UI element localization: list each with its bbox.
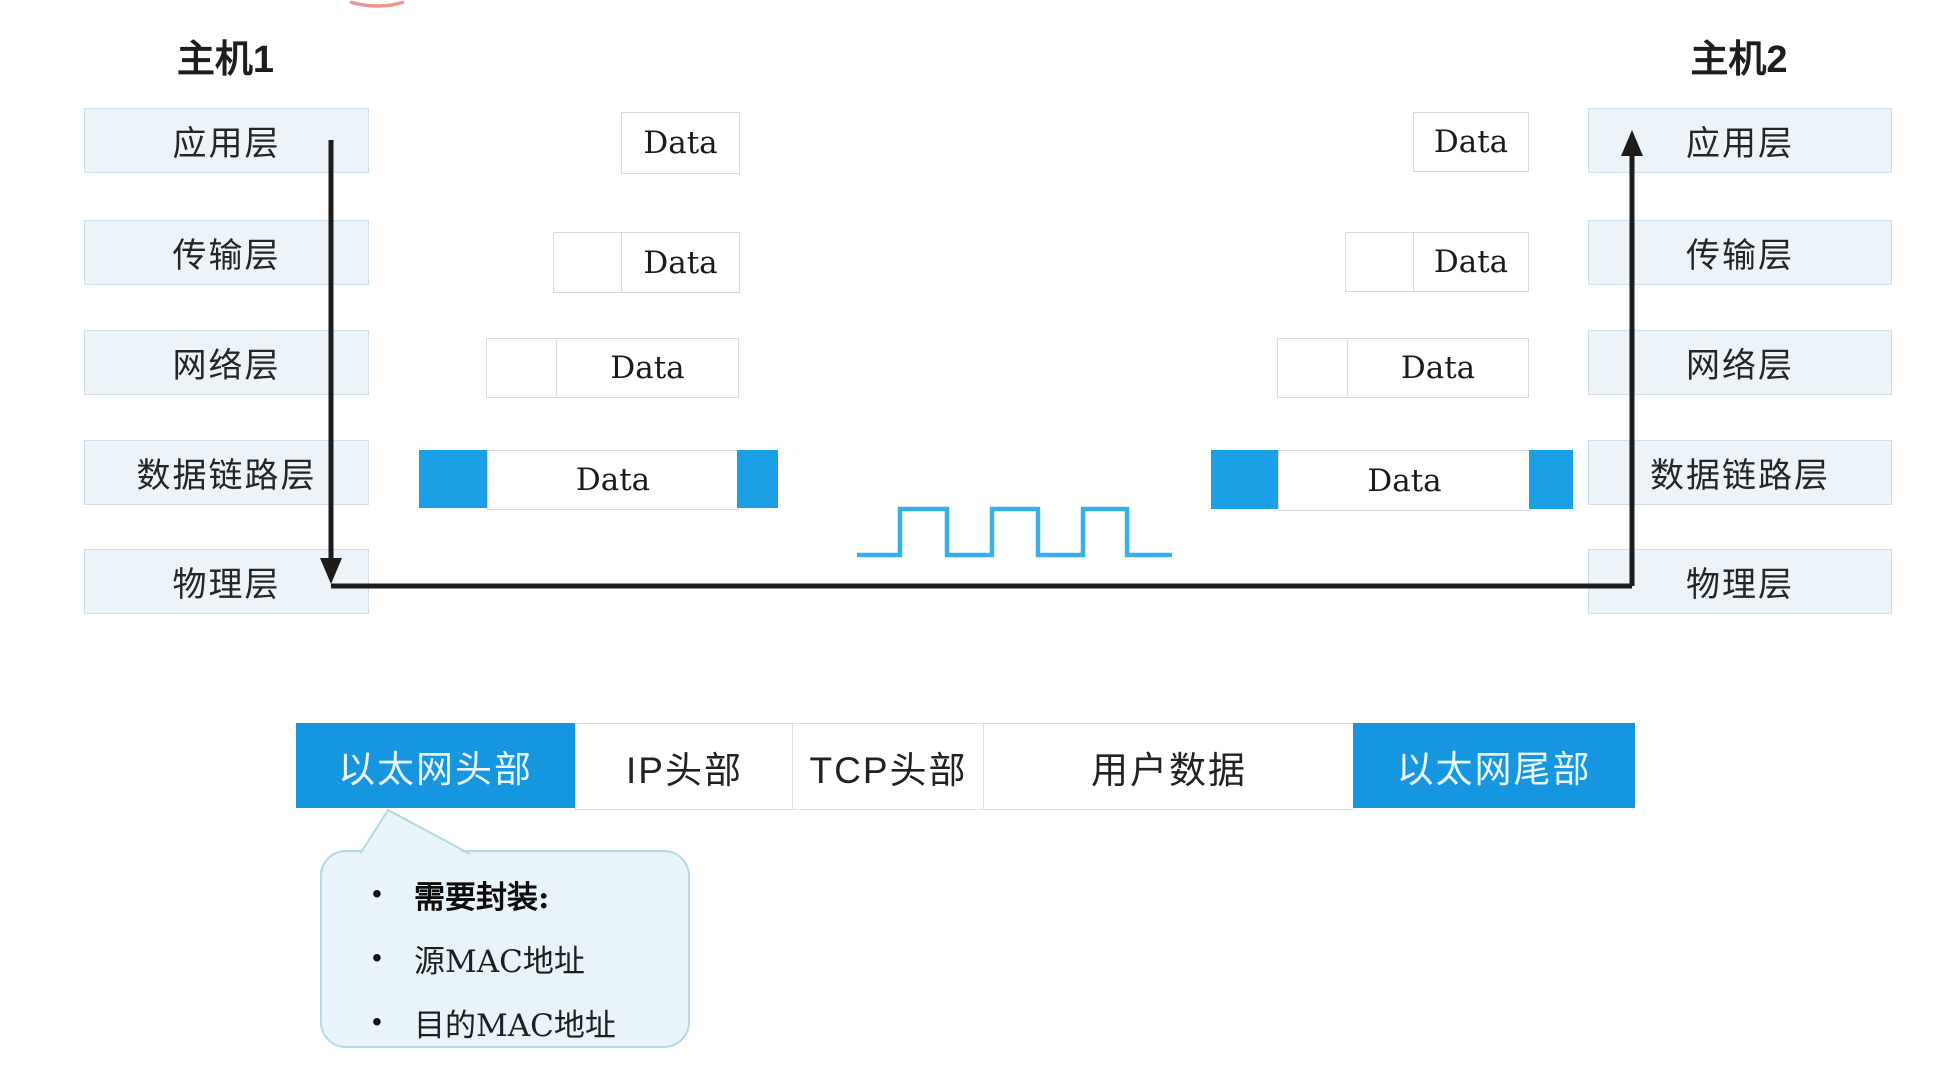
callout-item-label: 源MAC地址 <box>414 943 585 980</box>
frame-cell-ip-header: IP头部 <box>575 723 794 810</box>
host2-layer-application: 应用层 <box>1588 108 1892 173</box>
host1-layer-physical: 物理层 <box>84 549 369 614</box>
host2-network-header-cell <box>1277 338 1349 398</box>
host2-layer-network: 网络层 <box>1588 330 1892 395</box>
callout-item-label: 目的MAC地址 <box>414 1007 616 1044</box>
host1-title: 主机1 <box>176 38 275 81</box>
host2-layer-physical: 物理层 <box>1588 549 1892 614</box>
host1-layer-transport: 传输层 <box>84 220 369 285</box>
frame-cell-user-data: 用户数据 <box>983 723 1355 810</box>
host2-datalink-data-box: Data <box>1278 450 1531 511</box>
host2-app-data-box: Data <box>1413 112 1529 172</box>
host1-network-data-box: Data <box>556 338 739 398</box>
host1-layer-datalink: 数据链路层 <box>84 440 369 505</box>
callout-item: • 源MAC地址 <box>372 926 688 990</box>
bullet-icon: • <box>372 1006 382 1037</box>
host1-network-header-cell <box>486 338 558 398</box>
host2-network-data-box: Data <box>1347 338 1529 398</box>
red-annotation-mark <box>349 0 405 8</box>
square-wave-signal <box>857 506 1172 558</box>
host1-transport-data-box: Data <box>621 232 740 293</box>
host1-transport-header-cell <box>553 232 623 293</box>
frame-cell-tcp-header: TCP头部 <box>792 723 985 810</box>
frame-cell-ethernet-header: 以太网头部 <box>296 723 575 808</box>
encapsulation-callout-bubble: • 需要封装: • 源MAC地址 • 目的MAC地址 <box>320 850 690 1048</box>
bullet-icon: • <box>372 942 382 973</box>
host1-layer-network: 网络层 <box>84 330 369 395</box>
host2-ethernet-trailer-block <box>1529 450 1573 509</box>
callout-item: • 目的MAC地址 <box>372 990 688 1054</box>
host2-transport-data-box: Data <box>1413 232 1529 292</box>
bullet-icon: • <box>372 878 382 909</box>
host2-transport-header-cell <box>1345 232 1415 292</box>
host2-layer-datalink: 数据链路层 <box>1588 440 1892 505</box>
callout-item-label: 需要封装: <box>414 879 550 916</box>
frame-cell-ethernet-trailer: 以太网尾部 <box>1353 723 1635 808</box>
host2-ethernet-header-block <box>1211 450 1278 509</box>
host2-layer-transport: 传输层 <box>1588 220 1892 285</box>
host1-ethernet-header-block <box>419 450 487 508</box>
host2-title: 主机2 <box>1690 38 1788 81</box>
callout-tail-edge <box>359 808 471 855</box>
host1-ethernet-trailer-block <box>737 450 778 508</box>
callout-item: • 需要封装: <box>372 862 688 926</box>
host1-app-data-box: Data <box>621 112 740 174</box>
host1-datalink-data-box: Data <box>487 450 739 510</box>
host1-layer-application: 应用层 <box>84 108 369 173</box>
